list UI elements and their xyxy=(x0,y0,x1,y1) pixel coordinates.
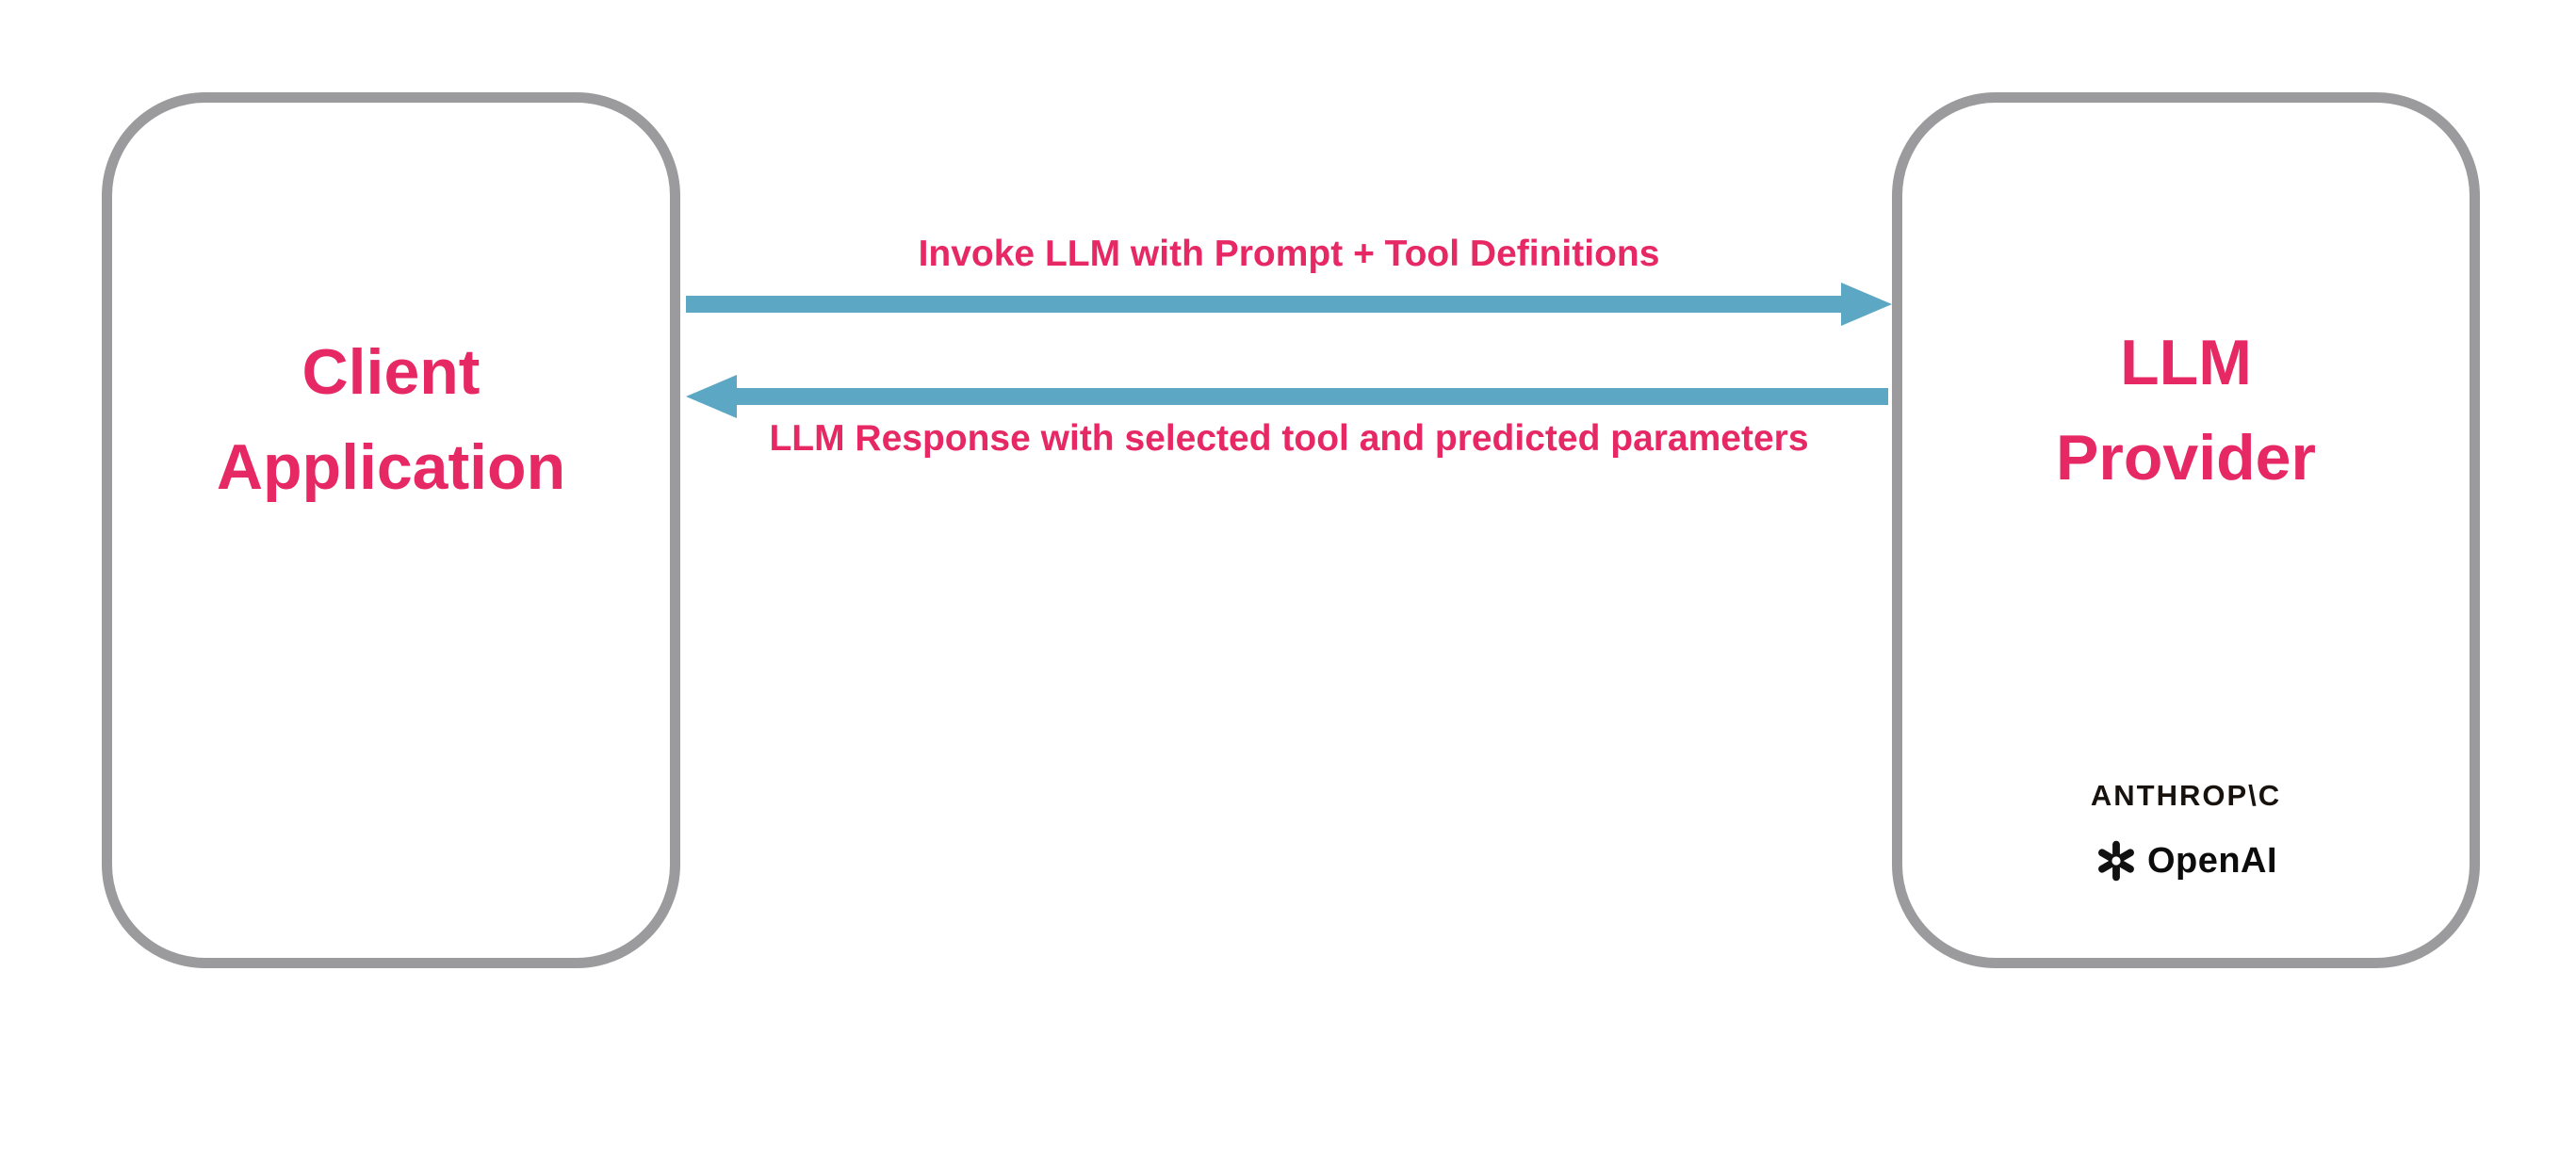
provider-logos: ANTHROP\C xyxy=(1902,779,2470,883)
client-application-box: Client Application xyxy=(102,92,680,968)
request-arrowhead-icon xyxy=(1841,283,1892,326)
openai-logo-row: OpenAI xyxy=(2095,839,2277,883)
request-arrow-label: Invoke LLM with Prompt + Tool Definition… xyxy=(918,234,1660,274)
client-title-line1: Client xyxy=(302,336,481,408)
response-arrowhead-icon xyxy=(686,375,737,418)
response-arrow-label: LLM Response with selected tool and pred… xyxy=(769,418,1809,459)
openai-wordmark: OpenAI xyxy=(2146,840,2278,881)
llm-provider-title: LLM Provider xyxy=(1902,316,2470,505)
provider-title-line2: Provider xyxy=(2056,421,2316,494)
anthropic-logo: ANTHROP\C xyxy=(2090,779,2282,812)
response-arrow-line xyxy=(735,388,1888,405)
client-application-title: Client Application xyxy=(112,325,670,514)
provider-title-line1: LLM xyxy=(2120,327,2252,398)
openai-icon xyxy=(2095,839,2138,883)
request-arrow-line xyxy=(686,296,1843,313)
client-title-line2: Application xyxy=(216,430,566,503)
llm-provider-box: LLM Provider ANTHROP\C xyxy=(1892,92,2480,968)
